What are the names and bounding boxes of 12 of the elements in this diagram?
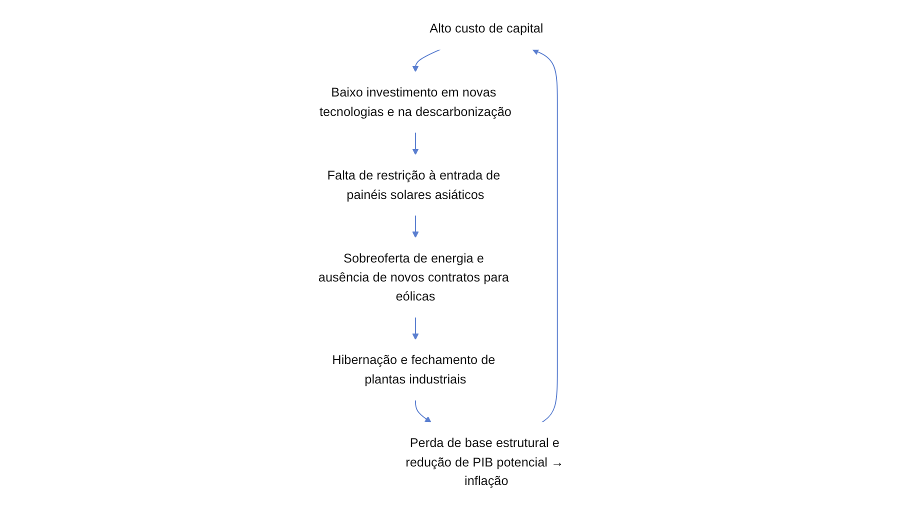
arrow bbox=[412, 48, 441, 72]
node-text: Sobreoferta de energia e ausência de novos contratos para eólicas bbox=[318, 251, 510, 304]
node-text: Falta de restrição à entrada de painéis solares asiáticos bbox=[327, 168, 500, 202]
node-text: Perda de base estrutural e redução de PIB potencial → inflação bbox=[406, 436, 564, 488]
node-text: Hibernação e fechamento de plantas industriais bbox=[332, 353, 496, 386]
node-text: Baixo investimento em novas tecnologias e na descarbonização bbox=[320, 85, 512, 119]
arrow bbox=[412, 214, 419, 238]
arrow bbox=[412, 316, 419, 340]
arrow bbox=[412, 132, 419, 156]
node-text: Alto custo de capital bbox=[430, 21, 544, 36]
arrow bbox=[415, 400, 432, 423]
arrow bbox=[532, 48, 558, 423]
